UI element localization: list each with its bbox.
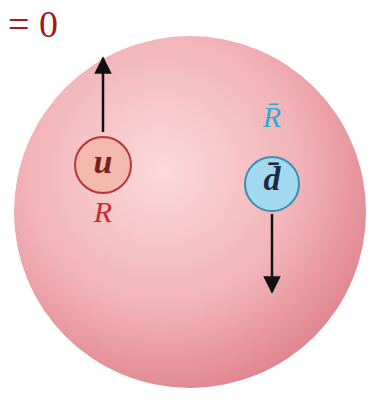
quark-symbol: d̄	[237, 160, 307, 198]
color-charge: R	[68, 195, 138, 229]
color-charge: R̄	[237, 100, 307, 134]
quark-node: uR	[68, 133, 138, 237]
quark-symbol: u	[68, 143, 138, 181]
spin-arrow	[102, 58, 105, 132]
quantum-number: = 0	[8, 2, 58, 46]
meson-sphere	[14, 36, 366, 388]
spin-arrow	[271, 214, 274, 292]
quark-node: R̄ d̄	[237, 100, 307, 216]
